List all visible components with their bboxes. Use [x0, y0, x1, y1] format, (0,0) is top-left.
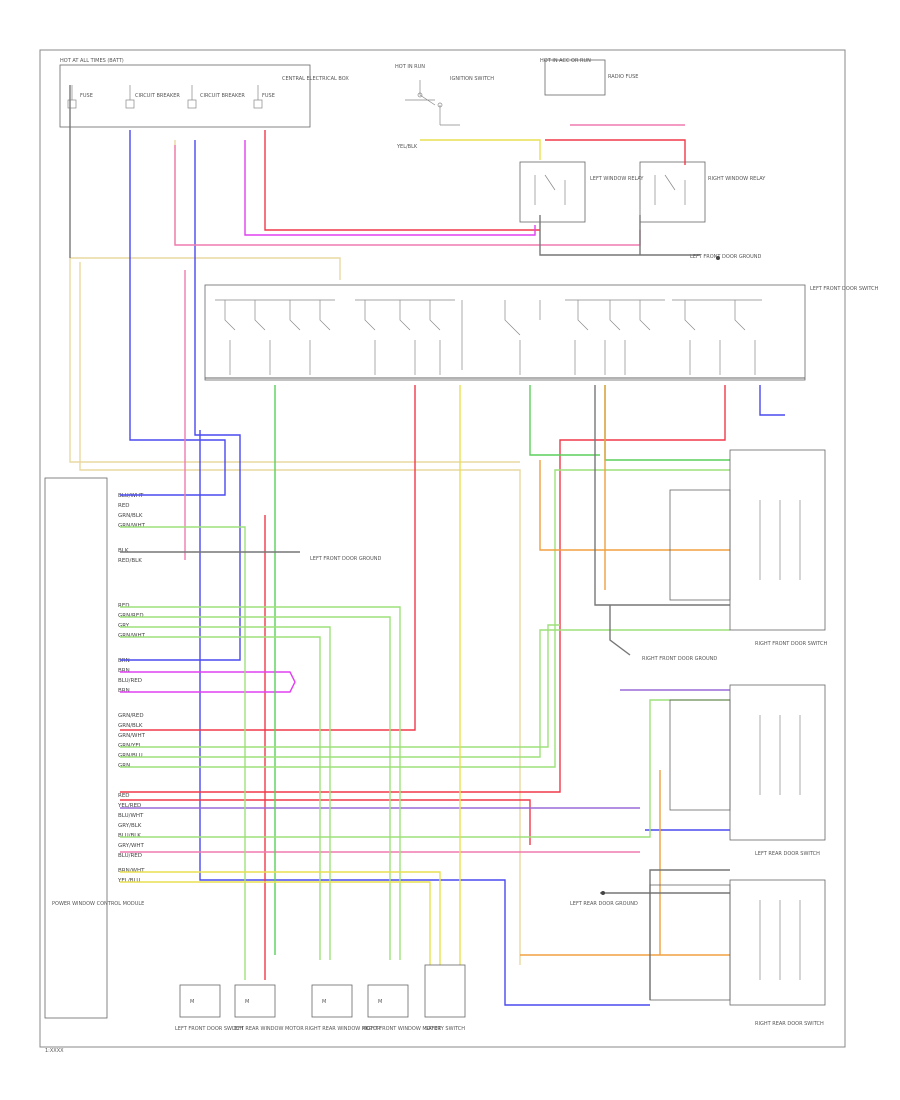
- ground-label-1: LEFT FRONT DOOR GROUND: [690, 254, 762, 260]
- pin-c-1: GRN/BLK: [118, 723, 143, 729]
- footer-code: 1:XXXX: [45, 1048, 64, 1054]
- pin-a-3: GRN/WHT: [118, 523, 146, 529]
- pin-c-14: YEL/BLU: [117, 878, 140, 884]
- pin-a-9: GRN/WHT: [118, 633, 146, 639]
- switch-contacts: [215, 299, 762, 375]
- pin-c-0: GRN/RED: [118, 713, 144, 719]
- pin-c-2: GRN/WHT: [118, 733, 146, 739]
- pin-a-7: GRN/RED: [118, 613, 144, 619]
- left-relay-label: LEFT WINDOW RELAY: [590, 176, 644, 182]
- motor-label-3: RIGHT FRONT WINDOW MOTOR: [362, 1026, 442, 1032]
- pin-a-2: GRN/BLK: [118, 513, 143, 519]
- right-relay-label: RIGHT WINDOW RELAY: [708, 176, 766, 182]
- pin-a-5: RED/BLK: [118, 558, 142, 564]
- motor-group: M M M M: [179, 964, 466, 1018]
- pin-c-3: GRN/YEL: [118, 743, 143, 749]
- left-front-door-switch: [204, 284, 806, 381]
- pin-c-7: YEL/RED: [117, 803, 141, 809]
- module-label: POWER WINDOW CONTROL MODULE: [52, 901, 144, 907]
- pin-c-8: BLU/WHT: [118, 813, 144, 819]
- pin-a-6: RED: [118, 603, 130, 609]
- pin-b-3: BRN: [118, 688, 130, 694]
- left-window-relay: [519, 161, 586, 223]
- ground-1-dot: [716, 256, 720, 260]
- top-label-hot-in-run: HOT IN RUN: [395, 64, 425, 70]
- top-label-yel: YEL/BLK: [396, 144, 418, 150]
- central-electrical-box: [59, 64, 311, 128]
- main-switch-label: LEFT FRONT DOOR SWITCH: [810, 286, 879, 292]
- pin-c-9: GRY/BLK: [118, 823, 142, 829]
- top-label-ceb: CENTRAL ELECTRICAL BOX: [282, 76, 349, 82]
- pin-c-6: RED: [118, 793, 130, 799]
- pin-labels-a: BLU/WHT RED GRN/BLK GRN/WHT BLK RED/BLK …: [118, 493, 146, 639]
- wire-group-magenta: [120, 140, 730, 809]
- rear-ground-label: LEFT REAR DOOR GROUND: [570, 901, 638, 907]
- wire-group-yellow: [120, 139, 541, 965]
- pin-c-5: GRN: [118, 763, 130, 769]
- svg-text:M: M: [245, 999, 249, 1005]
- door-switch-0-label: RIGHT FRONT DOOR SWITCH: [755, 641, 828, 647]
- top-label-radio-fuse: RADIO FUSE: [608, 74, 638, 80]
- top-label-hot-acc: HOT IN ACC OR RUN: [540, 58, 591, 64]
- pin-a-4: BLK: [118, 548, 129, 554]
- door-switch-1-label: LEFT REAR DOOR SWITCH: [755, 851, 820, 857]
- pin-b-2: BLU/RED: [118, 678, 142, 684]
- door-switch-2-label: RIGHT REAR DOOR SWITCH: [755, 1021, 824, 1027]
- pin-c-13: BRN/WHT: [118, 868, 145, 874]
- svg-text:M: M: [378, 999, 382, 1005]
- right-window-relay: [639, 161, 706, 223]
- pin-a-1: RED: [118, 503, 130, 509]
- safety-switch-label: SAFETY SWITCH: [425, 1026, 465, 1032]
- pin-c-12: BLU/RED: [118, 853, 142, 859]
- svg-text:M: M: [190, 999, 194, 1005]
- top-label-ign-switch: IGNITION SWITCH: [450, 76, 494, 82]
- motor-rr: [311, 984, 353, 1018]
- top-label-cb-2: CIRCUIT BREAKER: [200, 93, 245, 99]
- door-switch-right-front: RIGHT FRONT DOOR SWITCH: [669, 449, 828, 647]
- ignition-switch-symbol: [405, 80, 460, 126]
- door-switch-left-rear: LEFT REAR DOOR SWITCH: [669, 684, 826, 857]
- relay-contacts: [534, 174, 686, 205]
- fuse-symbols: [67, 85, 263, 109]
- wire-group-orange: [520, 385, 730, 956]
- right-front-ground-label: RIGHT FRONT DOOR GROUND: [642, 656, 717, 662]
- pin-c-10: BLU/BLK: [118, 833, 141, 839]
- wire-group-green: [120, 385, 730, 980]
- pin-labels-b: BRN BRN BLU/RED BRN: [118, 658, 142, 694]
- relay-panel-box: [544, 59, 606, 96]
- top-label-fuse-2: FUSE: [262, 93, 275, 99]
- left-front-ground-label: LEFT FRONT DOOR GROUND: [310, 556, 382, 562]
- motor-rf: [367, 984, 409, 1018]
- pin-b-0: BRN: [118, 658, 130, 664]
- pin-a-8: GRY: [118, 623, 130, 629]
- door-switch-right-rear: RIGHT REAR DOOR SWITCH: [649, 879, 826, 1027]
- motor-lr: [234, 984, 276, 1018]
- motor-label-0: LEFT FRONT DOOR SWITCH: [175, 1026, 244, 1032]
- top-label-fuse-1: FUSE: [80, 93, 93, 99]
- svg-text:M: M: [322, 999, 326, 1005]
- power-window-control-module: [44, 477, 108, 1019]
- pin-c-11: GRY/WHT: [118, 843, 145, 849]
- diagram-frame: [39, 49, 846, 1048]
- rear-ground-dot: [601, 891, 605, 895]
- top-label-cb-1: CIRCUIT BREAKER: [135, 93, 180, 99]
- pin-a-0: BLU/WHT: [118, 493, 144, 499]
- pin-c-4: GRN/BLU: [118, 753, 143, 759]
- top-label-batt: HOT AT ALL TIMES (BATT): [60, 58, 124, 64]
- pin-labels-c: GRN/RED GRN/BLK GRN/WHT GRN/YEL GRN/BLU …: [117, 713, 146, 884]
- motor-label-1: LEFT REAR WINDOW MOTOR: [232, 1026, 304, 1032]
- safety-switch: [424, 964, 466, 1018]
- motor-lf: [179, 984, 221, 1018]
- motor-label-2: RIGHT REAR WINDOW MOTOR: [305, 1026, 381, 1032]
- wire-group-blue: [120, 130, 785, 1006]
- pin-b-1: BRN: [118, 668, 130, 674]
